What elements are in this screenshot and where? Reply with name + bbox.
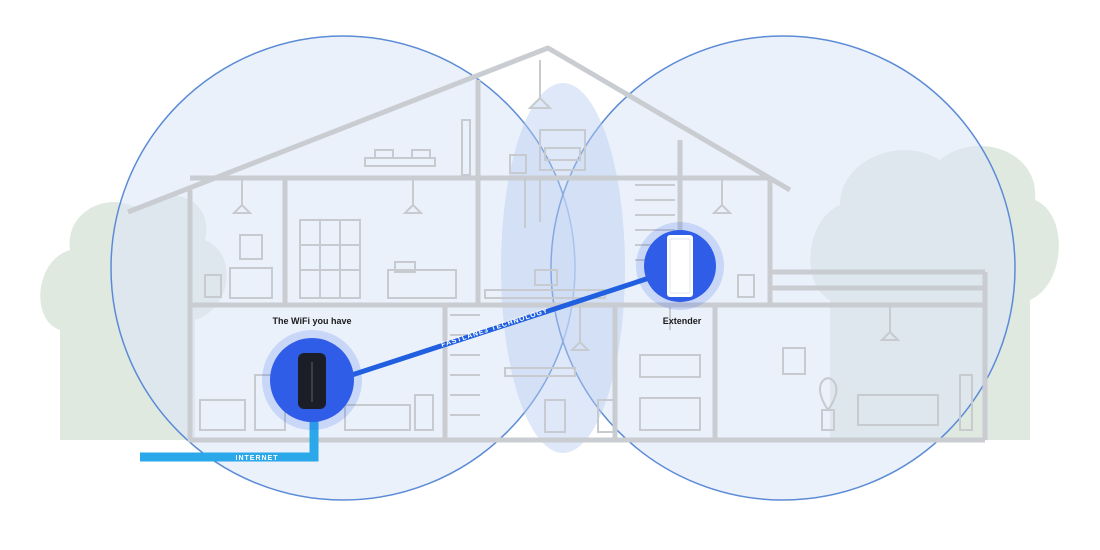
internet-label: INTERNET — [236, 455, 279, 462]
router-icon — [298, 353, 326, 409]
extender-coverage-circle — [550, 35, 1016, 501]
internet-wire — [140, 420, 319, 462]
extender-label: Extender — [663, 316, 702, 326]
router-label: The WiFi you have — [273, 316, 352, 326]
extender-icon — [667, 235, 693, 297]
furniture — [199, 60, 973, 433]
coverage-overlap — [501, 83, 625, 453]
house-outline — [127, 45, 988, 443]
extender-device — [636, 222, 724, 310]
router-device — [262, 330, 362, 430]
fastlane-backhaul-wire — [309, 265, 683, 391]
